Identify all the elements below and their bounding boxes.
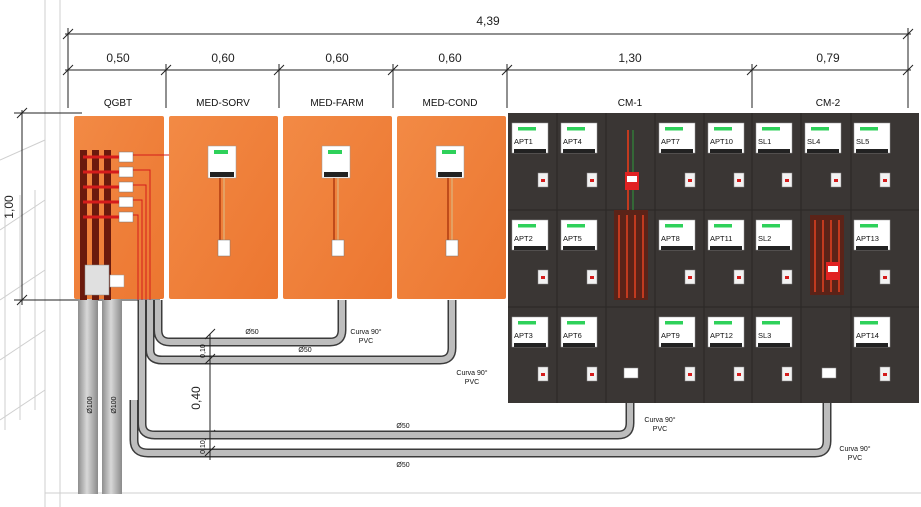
pipe-lower-1-diameter: Ø50 (396, 423, 409, 430)
meter-apt10: APT10 (707, 122, 745, 188)
meter-apt8: APT8 (658, 219, 696, 285)
meter-sl5: SL5 (853, 122, 891, 188)
pipe-upper-2-diameter: Ø50 (298, 347, 311, 354)
meter-label: SL3 (758, 331, 771, 340)
upper-gap-label: 0,10 (200, 344, 207, 358)
meter-apt3: APT3 (511, 316, 549, 382)
curve-label-4-line2: PVC (848, 455, 862, 462)
pipe-spacing-dimension (204, 360, 216, 441)
meter-label: APT3 (514, 331, 533, 340)
meter-label: APT13 (856, 234, 879, 243)
conduit-2-diameter: Ø100 (111, 396, 118, 413)
lower-gap-label: 0,10 (200, 440, 207, 454)
cabinet-cm1-cm2 (508, 113, 919, 403)
meter-apt5: APT5 (560, 219, 598, 285)
panel-title-med-farm: MED-FARM (310, 98, 363, 109)
meter-label: APT12 (710, 331, 733, 340)
meter-label: APT11 (710, 234, 732, 243)
pipe-spacing-label: 0,40 (189, 386, 203, 410)
lower-gap-dimension (204, 432, 216, 460)
meter-label: APT8 (661, 234, 680, 243)
curve-label-1-line1: Curva 90° (350, 328, 381, 336)
meter-apt2: APT2 (511, 219, 549, 285)
curve-label-1-line2: PVC (359, 338, 373, 345)
panel-title-med-serv: MED-SORV (196, 98, 250, 109)
meter-label: SL4 (807, 137, 820, 146)
conduit-1-diameter: Ø100 (87, 396, 94, 413)
meter-apt9: APT9 (658, 316, 696, 382)
meter-label: APT7 (661, 137, 680, 146)
curve-label-3-line1: Curva 90° (644, 416, 675, 424)
segment-med-serv-width: 0,60 (211, 51, 235, 65)
cm1-busbar-column (614, 130, 648, 379)
meter-label: APT2 (514, 234, 533, 243)
segment-med-farm-width: 0,60 (325, 51, 349, 65)
total-width-label: 4,39 (476, 14, 500, 28)
segment-dimensions (62, 64, 914, 108)
panel-title-qgbt: QGBT (104, 98, 132, 109)
segment-med-cond-width: 0,60 (438, 51, 462, 65)
panel-title-cm1: CM-1 (618, 98, 643, 109)
panel-qgbt (74, 116, 210, 300)
panel-title-cm2: CM-2 (816, 98, 841, 109)
meter-label: SL1 (758, 137, 771, 146)
meter-sl1: SL1 (755, 122, 793, 188)
conduit-vertical-1 (78, 298, 98, 494)
meter-label: APT10 (710, 137, 733, 146)
conduit-vertical-2 (102, 298, 122, 494)
meter-apt6: APT6 (560, 316, 598, 382)
meter-label: APT1 (514, 137, 533, 146)
curve-label-4-line1: Curva 90° (839, 445, 870, 453)
curve-label-2-line1: Curva 90° (456, 369, 487, 377)
meter-label: APT9 (661, 331, 680, 340)
panel-title-med-cond: MED-COND (423, 98, 478, 109)
cm2-busbar-column (810, 215, 844, 379)
panel-med-farm (283, 116, 392, 299)
meter-label: APT6 (563, 331, 582, 340)
pipe-run-lower (129, 300, 832, 458)
pipe-lower-2-diameter: Ø50 (396, 462, 409, 469)
height-label: 1,00 (2, 195, 16, 219)
meter-sl4: SL4 (804, 122, 842, 188)
cabinet-grid-lines (508, 113, 919, 403)
meter-label: SL5 (856, 137, 869, 146)
pipe-run-upper (145, 300, 457, 365)
meter-apt7: APT7 (658, 122, 696, 188)
meter-label: SL2 (758, 234, 771, 243)
meter-sl3: SL3 (755, 316, 793, 382)
meter-label: APT14 (856, 331, 879, 340)
segment-cm2-width: 0,79 (816, 51, 840, 65)
meter-label: APT5 (563, 234, 582, 243)
segment-qgbt-width: 0,50 (106, 51, 130, 65)
meter-apt14: APT14 (853, 316, 891, 382)
meter-label: APT4 (563, 137, 582, 146)
segment-cm1-width: 1,30 (618, 51, 642, 65)
meter-apt13: APT13 (853, 219, 891, 285)
meter-apt1: APT1 (511, 122, 549, 188)
total-width-dimension (62, 28, 914, 108)
pipe-upper-1-diameter: Ø50 (245, 329, 258, 336)
meter-apt4: APT4 (560, 122, 598, 188)
meter-sl2: SL2 (755, 219, 793, 285)
meter-apt12: APT12 (707, 316, 745, 382)
panel-med-cond (397, 116, 506, 299)
curve-label-3-line2: PVC (653, 426, 667, 433)
curve-label-2-line2: PVC (465, 379, 479, 386)
panel-med-serv (169, 116, 278, 299)
meter-apt11: APT11 (707, 219, 745, 285)
